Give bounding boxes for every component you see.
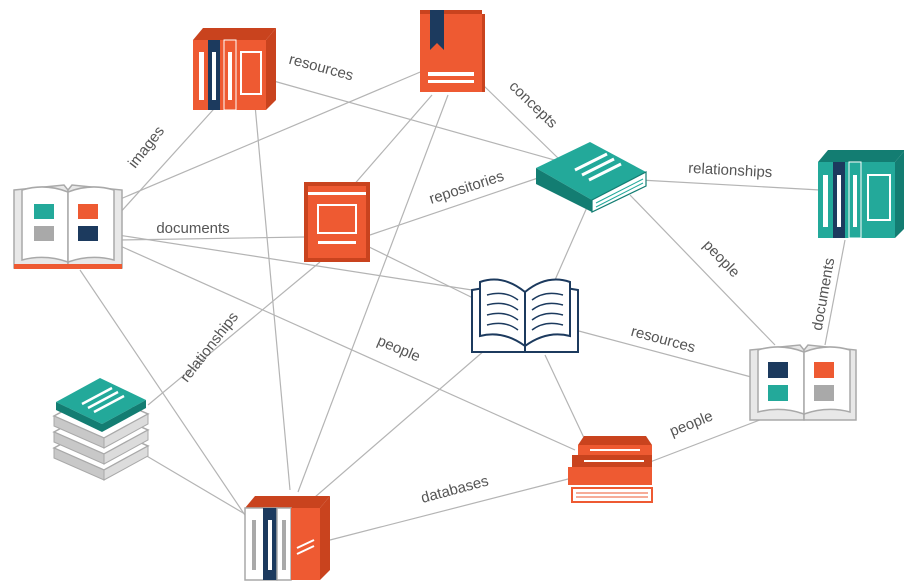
edge — [299, 349, 486, 511]
edge-label-documents: documents — [809, 257, 838, 332]
edge-label-concepts: concepts — [506, 78, 561, 132]
book-bookmark-icon — [420, 10, 485, 92]
books-orange-icon — [193, 28, 276, 111]
open-book-color-icon — [13, 184, 123, 269]
edge — [147, 261, 321, 406]
book-orange-icon — [304, 182, 370, 262]
edge-label-documents: documents — [156, 220, 229, 237]
edge — [639, 179, 821, 191]
open-book-navy-icon — [471, 278, 579, 353]
open-book-color-icon — [749, 344, 857, 421]
edge — [269, 79, 591, 171]
edge-label-relationships: relationships — [688, 160, 773, 181]
edge — [297, 94, 449, 493]
edge — [364, 244, 474, 299]
books-navy-orange-icon — [244, 496, 330, 581]
edge — [574, 329, 756, 379]
edge — [629, 194, 776, 346]
edge — [344, 94, 433, 196]
edge — [824, 239, 846, 346]
edge — [329, 477, 573, 541]
book-flat-orange-icon — [568, 436, 653, 503]
paper-stack-icon — [52, 378, 150, 481]
edge — [117, 99, 223, 216]
edge — [254, 104, 291, 491]
edge-label-people: people — [375, 332, 423, 365]
edge — [117, 69, 426, 201]
edge-label-people: people — [667, 408, 715, 441]
edge — [544, 354, 586, 441]
edge — [117, 244, 576, 451]
edge-label-resources: resources — [287, 51, 355, 84]
books-teal-icon — [818, 150, 904, 239]
edge — [79, 269, 256, 531]
edge — [649, 417, 766, 463]
edge-label-images: images — [125, 123, 168, 172]
edge — [554, 204, 589, 281]
edges — [79, 69, 846, 541]
edge — [482, 84, 561, 161]
edge-labels: images resources concepts relationships … — [125, 51, 838, 507]
edge — [144, 454, 256, 521]
edge — [369, 177, 539, 236]
edge-label-resources: resources — [629, 323, 697, 356]
book-flat-teal-icon — [536, 142, 647, 213]
edge-label-relationships: relationships — [177, 309, 242, 386]
edge — [117, 234, 473, 291]
